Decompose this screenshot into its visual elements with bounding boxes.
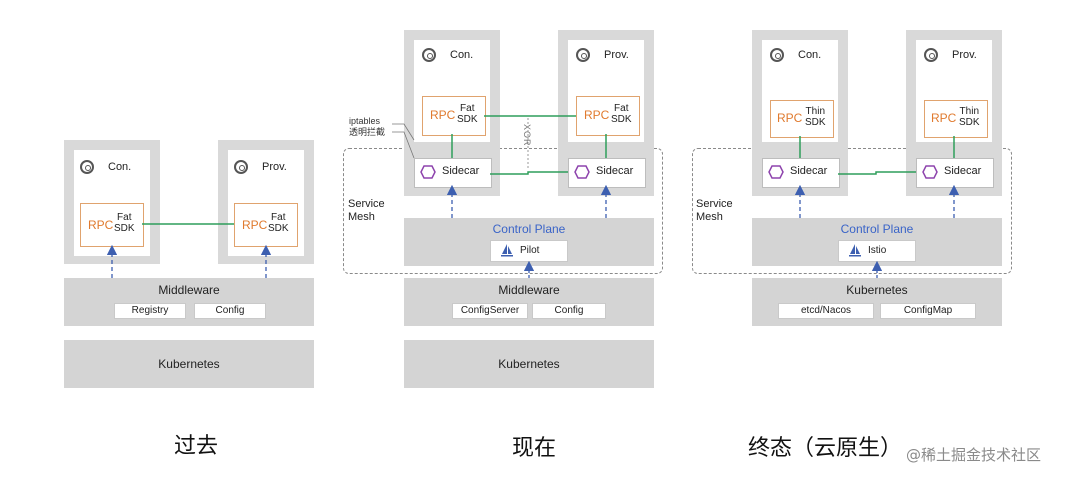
present-consumer-rpc: RPC <box>430 108 456 122</box>
present-kubernetes-title: Kubernetes <box>498 357 560 371</box>
hexagon-icon <box>420 165 436 179</box>
present-provider-sidecar-label: Sidecar <box>596 165 634 177</box>
past-middleware-bar: Middleware Registry Config <box>64 278 314 326</box>
present-provider-rpc: RPC <box>584 108 610 122</box>
present-provider-title: Prov. <box>604 49 629 61</box>
past-kubernetes-bar: Kubernetes <box>64 340 314 388</box>
past-middleware-chip-config: Config <box>194 303 266 319</box>
gear-icon <box>80 160 94 174</box>
final-kubernetes-bar: Kubernetes etcd/Nacos ConfigMap <box>752 278 1002 326</box>
final-control-plane-title: Control Plane <box>840 222 914 236</box>
present-service-mesh-boundary <box>343 148 663 274</box>
final-provider-title: Prov. <box>952 49 977 61</box>
present-consumer-sidecar <box>414 158 492 188</box>
present-caption: 现在 <box>512 436 557 461</box>
present-control-chip-label: Pilot <box>520 245 540 256</box>
past-provider-title: Prov. <box>262 161 287 173</box>
present-consumer-title: Con. <box>450 49 474 61</box>
present-consumer-sidecar-label: Sidecar <box>442 165 480 177</box>
final-service-mesh-boundary <box>692 148 1012 274</box>
sail-icon <box>849 244 861 257</box>
gear-icon <box>576 48 590 62</box>
final-provider-rpc-box <box>924 100 988 138</box>
past-middleware-chip-registry: Registry <box>114 303 186 319</box>
past-consumer-rpc: RPC <box>88 218 114 232</box>
final-kubernetes-title: Kubernetes <box>846 283 908 297</box>
present-middleware-bar: Middleware ConfigServer Config <box>404 278 654 326</box>
present-consumer-sdk: Fat SDK <box>457 103 478 125</box>
present-service-mesh-label: Service Mesh <box>348 198 385 223</box>
past-caption: 过去 <box>174 434 219 459</box>
past-consumer-sdk: Fat SDK <box>114 212 135 234</box>
present-provider-sidecar <box>568 158 646 188</box>
final-provider-sdk: Thin SDK <box>959 106 980 128</box>
past-provider-rpc-box <box>234 203 298 247</box>
sail-icon <box>501 244 513 257</box>
present-kubernetes-bar: Kubernetes <box>404 340 654 388</box>
gear-icon <box>234 160 248 174</box>
final-provider-rpc: RPC <box>931 111 957 125</box>
present-consumer-rpc-box <box>422 96 486 136</box>
past-consumer-title: Con. <box>108 161 132 173</box>
past-provider-rpc: RPC <box>242 218 268 232</box>
present-control-plane-bar: Control Plane Pilot <box>404 218 654 266</box>
final-kubernetes-chip-etcd: etcd/Nacos <box>778 303 874 319</box>
past-kubernetes-title: Kubernetes <box>158 357 220 371</box>
present-middleware-chip-config: Config <box>532 303 606 319</box>
final-consumer-rpc: RPC <box>777 111 803 125</box>
gear-icon <box>422 48 436 62</box>
present-middleware-title: Middleware <box>498 283 560 297</box>
past-consumer-rpc-box <box>80 203 144 247</box>
final-service-mesh-label: Service Mesh <box>696 198 733 223</box>
final-provider-sidecar-label: Sidecar <box>944 165 982 177</box>
final-consumer-sdk: Thin SDK <box>805 106 826 128</box>
final-kubernetes-chip-configmap: ConfigMap <box>880 303 976 319</box>
present-xor-label: XOR <box>522 124 532 147</box>
final-caption: 终态（云原生） <box>748 436 903 461</box>
present-iptables-note: iptables 透明拦截 <box>349 116 386 137</box>
hexagon-icon <box>574 165 590 179</box>
final-consumer-title: Con. <box>798 49 822 61</box>
final-consumer-sidecar-label: Sidecar <box>790 165 828 177</box>
hexagon-icon <box>768 165 784 179</box>
present-middleware-chip-configserver: ConfigServer <box>452 303 528 319</box>
hexagon-icon <box>922 165 938 179</box>
past-provider-sdk: Fat SDK <box>268 212 289 234</box>
final-consumer-rpc-box <box>770 100 834 138</box>
present-provider-sdk: Fat SDK <box>611 103 632 125</box>
present-control-plane-title: Control Plane <box>492 222 566 236</box>
watermark: @稀土掘金技术社区 <box>906 446 1042 464</box>
present-provider-rpc-box <box>576 96 640 136</box>
final-control-chip-label: Istio <box>868 245 887 256</box>
final-control-plane-bar: Control Plane Istio <box>752 218 1002 266</box>
gear-icon <box>924 48 938 62</box>
past-middleware-title: Middleware <box>158 283 220 297</box>
gear-icon <box>770 48 784 62</box>
